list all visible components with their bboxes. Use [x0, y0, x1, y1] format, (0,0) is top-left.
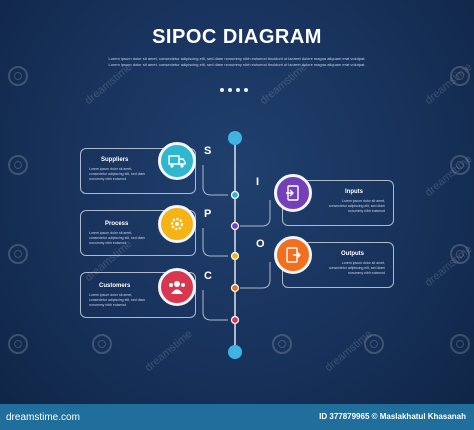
watermark-logo-icon	[8, 155, 28, 175]
exit-door-icon	[286, 247, 301, 263]
timeline-node-process	[230, 251, 240, 261]
diagram-subtitle: Lorem ipsum dolor sit amet, consectetur …	[108, 56, 366, 67]
watermark-logo-icon	[450, 334, 470, 354]
suppliers-letter: S	[204, 145, 212, 157]
timeline-node-outputs	[230, 283, 240, 293]
suppliers-box: Suppliers Lorem ipsum dolor sit amet, co…	[80, 148, 196, 194]
timeline-start-cap	[228, 131, 242, 145]
process-letter: P	[204, 208, 212, 220]
inputs-text: Lorem ipsum dolor sit amet, consectetur …	[328, 199, 385, 213]
watermark-logo-icon	[8, 66, 28, 86]
process-text: Lorem ipsum dolor sit amet, consectetur …	[89, 231, 146, 245]
inputs-letter: I	[256, 176, 260, 188]
timeline-node-inputs	[230, 221, 240, 231]
truck-icon	[168, 155, 186, 168]
timeline-end-cap	[228, 345, 242, 359]
document-icon	[286, 185, 299, 201]
outputs-label: Outputs	[341, 251, 364, 257]
customers-text: Lorem ipsum dolor sit amet, consectetur …	[89, 293, 146, 307]
watermark-logo-icon	[8, 334, 28, 354]
watermark-logo-icon	[92, 334, 112, 354]
suppliers-text: Lorem ipsum dolor sit amet, consectetur …	[89, 167, 146, 181]
watermark-logo-icon	[364, 334, 384, 354]
process-label: Process	[105, 221, 129, 227]
pagination-dots	[220, 88, 248, 92]
diagram-title: SIPOC DIAGRAM	[152, 26, 322, 48]
customers-box: Customers Lorem ipsum dolor sit amet, co…	[80, 272, 196, 318]
people-icon	[169, 281, 185, 294]
customers-letter: C	[204, 270, 212, 282]
timeline-node-customers	[230, 315, 240, 325]
customers-circle	[158, 268, 196, 306]
customers-label: Customers	[99, 283, 131, 289]
timeline-node-suppliers	[230, 190, 240, 200]
footer-bar: dreamstime.com ID 377879965 © Maslakhatu…	[0, 404, 474, 430]
watermark-logo-icon	[450, 66, 470, 86]
inputs-circle	[274, 174, 312, 212]
inputs-label: Inputs	[345, 189, 363, 195]
watermark-logo-icon	[8, 244, 28, 264]
suppliers-circle	[158, 142, 196, 180]
process-box: Process Lorem ipsum dolor sit amet, cons…	[80, 210, 196, 256]
watermark-logo-icon	[272, 334, 292, 354]
suppliers-label: Suppliers	[101, 157, 129, 163]
watermark-logo-icon	[450, 244, 470, 264]
process-circle	[158, 205, 196, 243]
outputs-letter: O	[256, 238, 265, 250]
footer-brand: dreamstime.com	[6, 412, 80, 423]
outputs-circle	[274, 236, 312, 274]
watermark-logo-icon	[450, 155, 470, 175]
outputs-text: Lorem ipsum dolor sit amet, consectetur …	[328, 261, 385, 275]
gear-icon	[170, 217, 184, 231]
footer-id: ID 377879965 © Maslakhatul Khasanah	[319, 412, 466, 421]
